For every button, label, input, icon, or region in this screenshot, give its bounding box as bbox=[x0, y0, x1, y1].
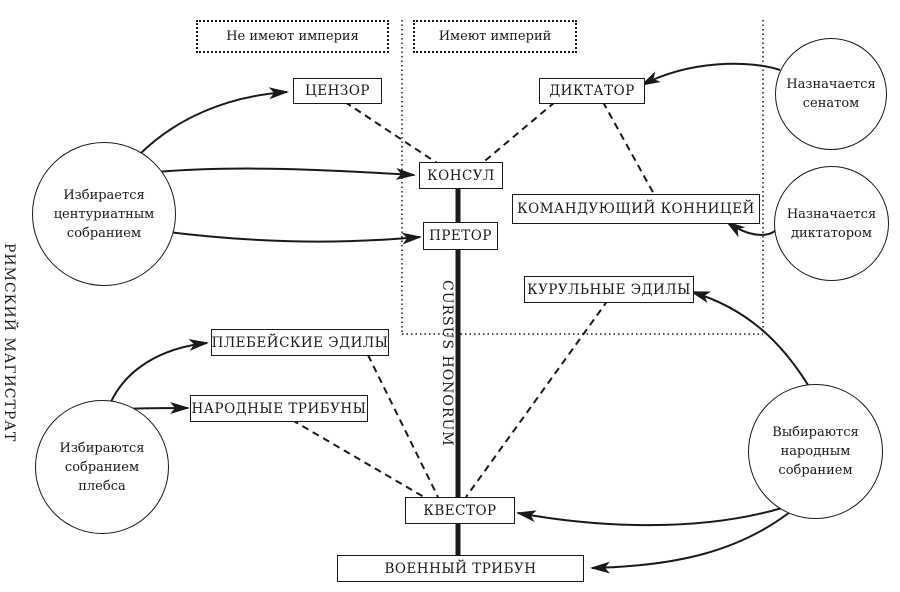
body-senate-label: Назначается сенатом bbox=[786, 77, 876, 111]
body-senate: Назначается сенатом bbox=[775, 38, 887, 150]
office-curule-aediles-label: КУРУЛЬНЫЕ ЭДИЛЫ bbox=[527, 281, 691, 298]
header-no-imperium-label: Не имеют империя bbox=[226, 29, 359, 44]
body-dictator-appoint-label: Назначается диктатором bbox=[786, 206, 877, 241]
body-plebs-label: Избираются собранием плебса bbox=[59, 440, 145, 494]
cursus-honorum-label: CURSUS HONORUM bbox=[439, 280, 455, 447]
office-censor-label: ЦЕНЗОР bbox=[305, 83, 370, 99]
office-dictator: ДИКТАТОР bbox=[539, 78, 645, 104]
side-title: РИМСКИЙ МАГИСТРАТ bbox=[1, 243, 17, 443]
body-dictator-appoint: Назначается диктатором bbox=[774, 166, 889, 281]
office-plebeian-aediles-label: ПЛЕБЕЙСКИЕ ЭДИЛЫ bbox=[211, 334, 389, 351]
header-no-imperium: Не имеют империя bbox=[196, 20, 389, 53]
office-master-of-horse: КОМАНДУЮЩИЙ КОННИЦЕЙ bbox=[512, 194, 760, 224]
office-tribunes: НАРОДНЫЕ ТРИБУНЫ bbox=[190, 395, 368, 422]
office-curule-aediles: КУРУЛЬНЫЕ ЭДИЛЫ bbox=[524, 276, 694, 303]
body-centuriate-label: Избирается центуриатным собранием bbox=[53, 187, 155, 241]
election-arrows bbox=[109, 62, 809, 574]
header-imperium: Имеют империй bbox=[413, 20, 577, 53]
office-tribunes-label: НАРОДНЫЕ ТРИБУНЫ bbox=[191, 400, 367, 417]
header-imperium-label: Имеют империй bbox=[438, 29, 552, 44]
office-military-tribune: ВОЕННЫЙ ТРИБУН bbox=[337, 555, 584, 582]
office-praetor-label: ПРЕТОР bbox=[429, 228, 492, 244]
body-popular-assembly: Выбираются народным собранием bbox=[748, 384, 883, 519]
office-quaestor-label: КВЕСТОР bbox=[423, 502, 497, 519]
office-censor: ЦЕНЗОР bbox=[293, 78, 382, 104]
office-consul: КОНСУЛ bbox=[419, 162, 503, 189]
body-centuriate-assembly: Избирается центуриатным собранием bbox=[32, 142, 176, 286]
office-praetor: ПРЕТОР bbox=[423, 222, 498, 250]
hierarchy-links bbox=[291, 101, 656, 498]
office-master-of-horse-label: КОМАНДУЮЩИЙ КОННИЦЕЙ bbox=[517, 201, 755, 217]
office-consul-label: КОНСУЛ bbox=[427, 167, 495, 184]
office-military-tribune-label: ВОЕННЫЙ ТРИБУН bbox=[384, 560, 537, 577]
office-dictator-label: ДИКТАТОР bbox=[549, 83, 635, 99]
office-quaestor: КВЕСТОР bbox=[405, 497, 515, 524]
body-popular-label: Выбираются народным собранием bbox=[772, 425, 859, 478]
office-plebeian-aediles: ПЛЕБЕЙСКИЕ ЭДИЛЫ bbox=[211, 329, 389, 356]
body-plebeian-assembly: Избираются собранием плебса bbox=[35, 400, 169, 534]
